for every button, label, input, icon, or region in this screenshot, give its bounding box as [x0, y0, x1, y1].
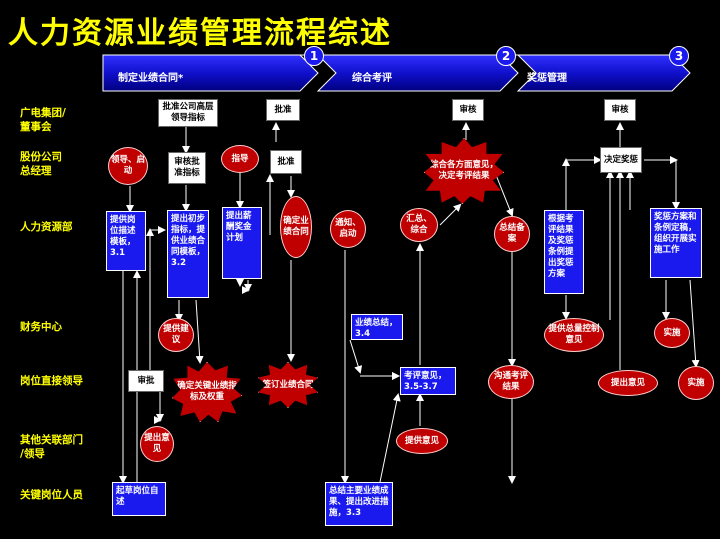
- lane-other-departments: 其他关联部门 /领导: [20, 434, 83, 460]
- phase-2-number: 2: [496, 46, 516, 66]
- node-draft-desc[interactable]: 起草岗位自述: [112, 482, 166, 516]
- node-implement-2[interactable]: 实施: [678, 366, 714, 400]
- node-provide-opinion[interactable]: 提供意见: [396, 428, 448, 454]
- node-provide-control[interactable]: 提供总量控制意见: [544, 318, 604, 352]
- node-review-opinion[interactable]: 考评意见，3.5-3.7: [400, 367, 456, 395]
- phase-banner-1: [102, 54, 319, 92]
- node-approve-1[interactable]: 批准: [266, 99, 300, 121]
- lane-general-manager: 股份公司 总经理: [20, 151, 62, 177]
- node-notify-start[interactable]: 通知、启动: [330, 210, 366, 248]
- node-raise-opinion[interactable]: 提出意见: [140, 426, 174, 462]
- node-approve-targets[interactable]: 批准公司高层领导指标: [158, 99, 218, 127]
- node-summarize[interactable]: 汇总、综合: [400, 208, 438, 242]
- phase-1-number: 1: [304, 46, 324, 66]
- node-decide-reward[interactable]: 决定奖惩: [600, 147, 642, 173]
- node-perf-summary[interactable]: 业绩总结，3.4: [351, 314, 403, 340]
- node-propose-salary[interactable]: 提出薪酬奖金计划: [222, 207, 262, 279]
- node-reward-plan[interactable]: 根据考评结果及奖惩条例提出奖惩方案: [544, 210, 584, 294]
- node-summary-doc[interactable]: 总结备案: [494, 216, 530, 252]
- node-summarize-key[interactable]: 总结主要业绩成果、提出改进措施，3.3: [325, 482, 393, 526]
- node-finalize-plan[interactable]: 奖惩方案和条例定稿，组织开展实施工作: [650, 208, 702, 278]
- lane-direct-leader: 岗位直接领导: [20, 375, 83, 387]
- lane-finance: 财务中心: [20, 321, 62, 333]
- node-provide-advice[interactable]: 提供建议: [158, 318, 194, 352]
- phase-3-number: 3: [669, 46, 689, 66]
- lane-group-board: 广电集团/ 董事会: [20, 107, 66, 133]
- node-review-1[interactable]: 审核: [452, 99, 484, 121]
- phase-1-label: 制定业绩合同*: [118, 73, 184, 84]
- node-approve-2[interactable]: 批准: [270, 150, 302, 174]
- node-approve-mgr[interactable]: 审批: [128, 370, 164, 392]
- node-lead-start[interactable]: 领导、启动: [108, 147, 148, 185]
- node-propose-targets[interactable]: 提出初步指标，提供业绩合同模板，3.2: [167, 210, 209, 298]
- node-implement-1[interactable]: 实施: [654, 318, 690, 348]
- node-review-approve-targets[interactable]: 审核批准指标: [168, 152, 206, 184]
- node-provide-template[interactable]: 提供岗位描述模板，3.1: [106, 211, 146, 271]
- phase-2-label: 综合考评: [352, 73, 392, 84]
- lane-key-staff: 关键岗位人员: [20, 489, 83, 501]
- lane-hr: 人力资源部: [20, 221, 73, 233]
- node-communicate[interactable]: 沟通考评结果: [488, 365, 534, 399]
- node-review-2[interactable]: 审核: [604, 99, 636, 121]
- node-give-opinion[interactable]: 提出意见: [598, 370, 658, 396]
- page-title: 人力资源业绩管理流程综述: [8, 16, 392, 51]
- phase-banner-2: [300, 54, 519, 92]
- node-confirm-contract[interactable]: 确定业绩合同: [280, 196, 312, 258]
- phase-3-label: 奖惩管理: [527, 73, 567, 84]
- node-guide[interactable]: 指导: [221, 145, 259, 173]
